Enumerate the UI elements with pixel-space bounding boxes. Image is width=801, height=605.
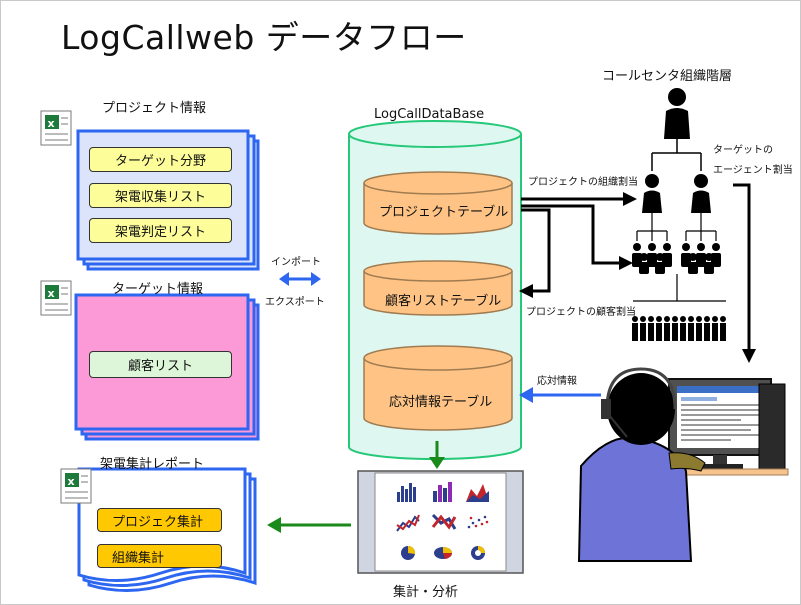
person-icon: [632, 243, 672, 274]
table-cylinder-project: [363, 171, 513, 235]
table-project: プロジェクトテーブル: [379, 205, 509, 220]
project-team-assign-arrow: [521, 204, 621, 265]
table-response-info: 応対情報テーブル: [389, 395, 493, 410]
svg-text:x: x: [48, 287, 55, 300]
org-hierarchy: [632, 88, 726, 341]
import-export-arrow: [279, 272, 321, 286]
response-info-label: 応対情報: [537, 376, 577, 387]
project-info-item-judge-list: 架電判定リスト: [89, 218, 232, 243]
line-chart-icon: [431, 513, 457, 530]
person-icon: [691, 174, 711, 213]
project-customer-assign-arrow: [521, 208, 551, 293]
excel-icon: x: [40, 280, 72, 316]
analysis-to-report-arrow: [267, 517, 351, 533]
pie-chart-icon: [401, 545, 416, 560]
report-item-org-summary: 組織集計: [97, 544, 222, 568]
pie-chart-icon: [434, 547, 453, 559]
excel-icon: x: [60, 468, 92, 504]
project-info-item-target-field: ターゲット分野: [89, 147, 232, 172]
bar-chart-icon: [397, 483, 416, 502]
response-info-arrow: [519, 387, 601, 403]
import-label: インポート: [271, 257, 321, 268]
db-to-analysis-arrow: [429, 441, 445, 469]
project-customer-assign-label: プロジェクトの顧客割当: [526, 307, 636, 318]
svg-text:x: x: [68, 475, 75, 488]
person-icon: [664, 88, 690, 139]
analysis-label: 集計・分析: [393, 585, 459, 600]
person-icon: [681, 243, 721, 274]
person-icon: [642, 174, 662, 213]
area-chart-icon: [466, 484, 489, 502]
export-label: エクスポート: [265, 297, 325, 308]
excel-icon: x: [40, 110, 72, 146]
project-info-title: プロジェクト情報: [102, 101, 207, 116]
org-title: コールセンタ組織階層: [602, 69, 733, 84]
computer-monitor-icon: [668, 378, 772, 470]
analysis-panel: [357, 470, 524, 574]
table-cylinder-customer: [363, 260, 513, 316]
line-chart-icon: [396, 514, 420, 532]
agent-crowd: [632, 316, 726, 341]
report-title: 架電集計レポート: [100, 457, 205, 472]
target-info-title: ターゲット情報: [112, 282, 204, 297]
page-title: LogCallweb データフロー: [61, 18, 467, 57]
pie-chart-icon: [471, 546, 485, 560]
bar-chart-icon: [433, 482, 452, 502]
target-info-item-customer-list: 顧客リスト: [89, 351, 232, 378]
report-item-project-summary: プロジェク集計: [97, 508, 222, 532]
scatter-chart-icon: [467, 515, 489, 529]
project-org-assign-label: プロジェクトの組織割当: [528, 177, 638, 188]
target-agent-assign-arrow: [733, 183, 751, 351]
database-title: LogCallDataBase: [374, 107, 485, 122]
table-customer-list: 顧客リストテーブル: [385, 294, 502, 309]
table-cylinder-response: [363, 345, 513, 431]
agent-at-computer: [577, 367, 789, 562]
target-assign-label-1: ターゲットの: [713, 145, 773, 156]
svg-text:x: x: [48, 117, 55, 130]
target-assign-label-2: エージェント割当: [713, 165, 793, 176]
project-info-item-collect-list: 架電収集リスト: [89, 183, 232, 208]
